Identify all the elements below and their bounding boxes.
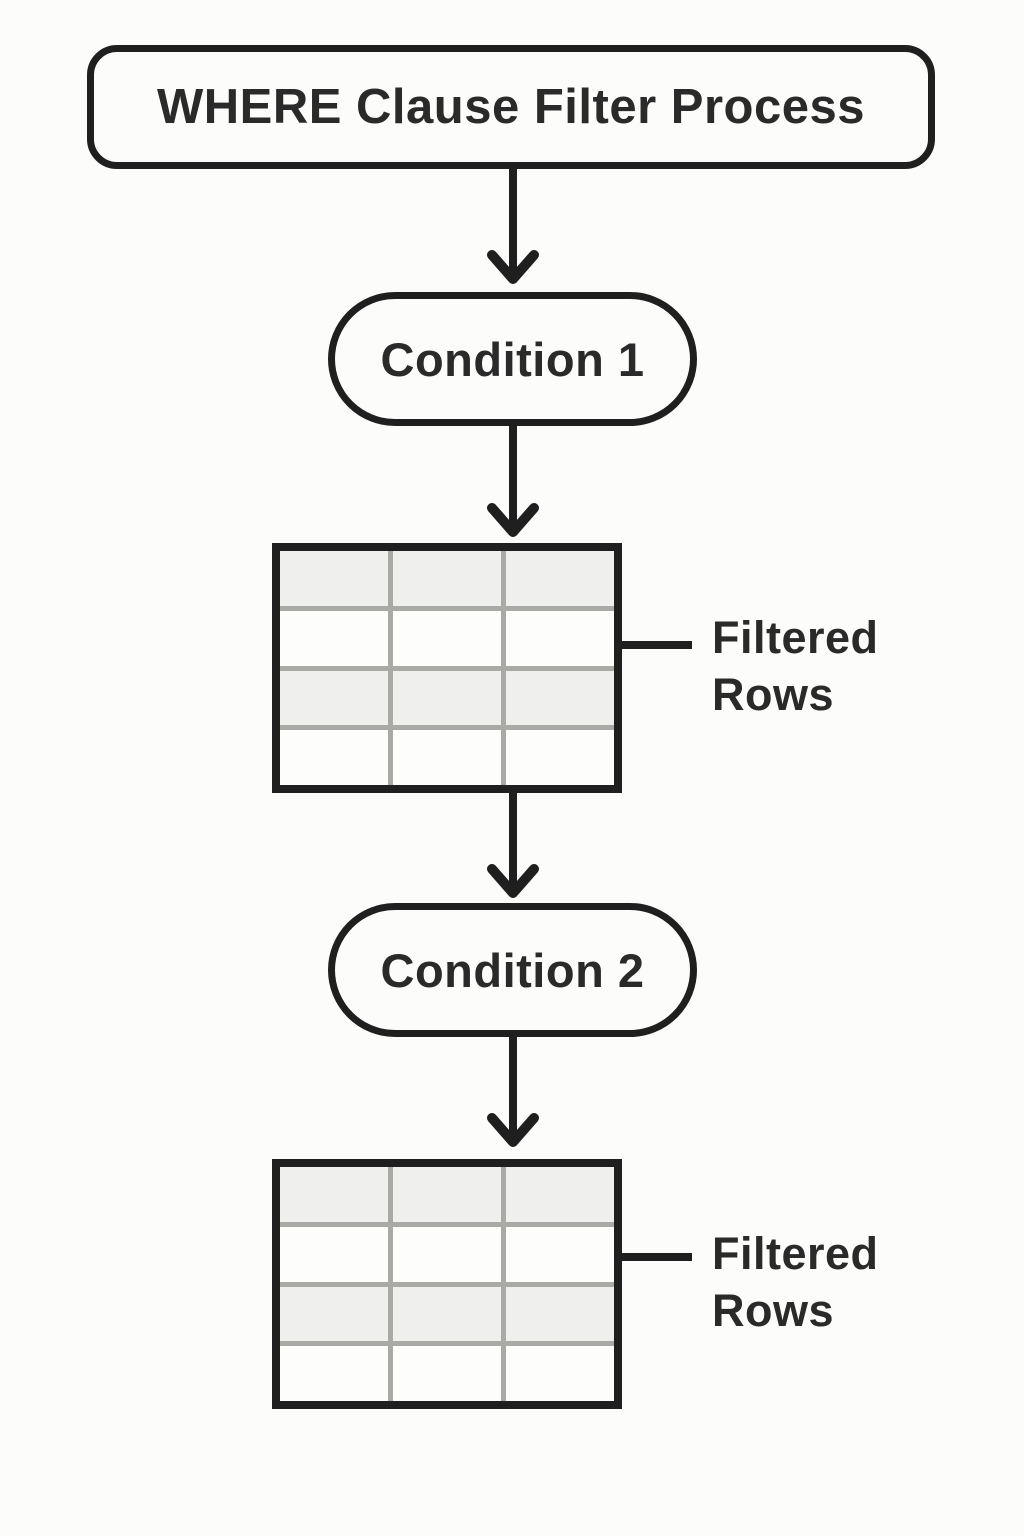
table-cell	[393, 1346, 501, 1401]
condition-2-label: Condition 2	[380, 943, 645, 997]
arrow-down-icon	[487, 1036, 539, 1147]
table-cell	[280, 1226, 388, 1282]
table-cell	[506, 1286, 614, 1342]
filtered-rows-label-1: Filtered Rows	[712, 612, 879, 720]
table-cell	[506, 670, 614, 726]
table-cell	[393, 670, 501, 726]
node-condition-2: Condition 2	[328, 903, 697, 1037]
title-label: WHERE Clause Filter Process	[157, 80, 865, 134]
arrow-down-icon	[487, 793, 539, 898]
arrow-down-icon	[487, 426, 539, 537]
node-condition-1: Condition 1	[328, 292, 697, 426]
table-cell	[280, 1167, 388, 1222]
table-cell	[506, 1346, 614, 1401]
table-cell	[393, 730, 501, 785]
filtered-rows-table-2	[272, 1159, 622, 1409]
filtered-rows-label-2: Filtered Rows	[712, 1228, 879, 1336]
table-cell	[280, 551, 388, 606]
arrow-down-icon	[487, 169, 539, 284]
table-cell	[393, 1286, 501, 1342]
table-cell	[393, 1226, 501, 1282]
table-cell	[393, 610, 501, 666]
table-cell	[393, 1167, 501, 1222]
node-title: WHERE Clause Filter Process	[87, 45, 935, 169]
table-cell	[506, 730, 614, 785]
table-cell	[506, 1167, 614, 1222]
condition-1-label: Condition 1	[380, 332, 645, 386]
table-cell	[280, 730, 388, 785]
table-cell	[280, 670, 388, 726]
table-cell	[393, 551, 501, 606]
table-cell	[280, 1286, 388, 1342]
table-cell	[506, 1226, 614, 1282]
table-cell	[280, 1346, 388, 1401]
table-cell	[506, 551, 614, 606]
table-cell	[280, 610, 388, 666]
table-cell	[506, 610, 614, 666]
connector-line	[622, 641, 692, 649]
connector-line	[622, 1253, 692, 1261]
filtered-rows-table-1	[272, 543, 622, 793]
